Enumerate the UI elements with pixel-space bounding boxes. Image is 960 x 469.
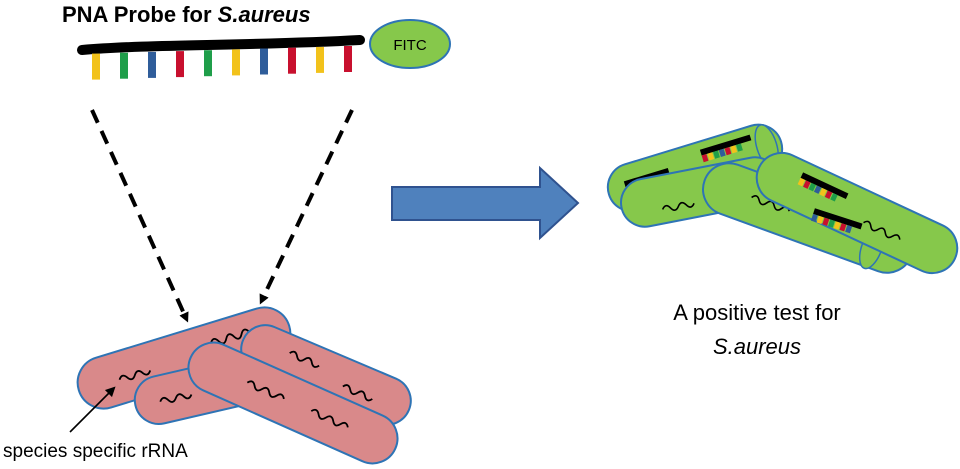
rrna-squiggle (246, 380, 285, 400)
rrna-squiggle (310, 408, 349, 428)
probe-base (316, 46, 324, 73)
probe-base (176, 51, 184, 78)
rrna-pointer-arrow (69, 386, 116, 433)
result-arrow (391, 165, 580, 241)
rrna-squiggle (210, 328, 250, 345)
probe-base (120, 52, 128, 79)
bound-probe-bases (701, 143, 743, 163)
dashed-arrow-left (90, 109, 189, 323)
probe-base (260, 48, 268, 75)
positive-bacteria-cluster (606, 123, 959, 275)
pink-cell (187, 341, 399, 465)
probe-base (232, 49, 240, 76)
rrna-squiggle (289, 350, 320, 368)
bound-probe (699, 134, 752, 156)
rrna-squiggle (661, 201, 695, 211)
title-organism: S.aureus (217, 2, 311, 27)
rrna-squiggle (342, 384, 373, 402)
probe-base (344, 46, 352, 72)
probe-backbone (77, 35, 365, 55)
rrna-label: species specific rRNA (3, 441, 188, 462)
rrna-squiggle (118, 370, 152, 381)
diagram-title: PNA Probe for S.aureus (62, 2, 311, 28)
bound-probe-bases (810, 213, 853, 234)
fitc-tag (369, 19, 451, 69)
bound-probe-bases (797, 177, 838, 202)
probe-bases (92, 46, 352, 80)
probe-base (204, 50, 212, 77)
negative-bacteria-cluster (76, 306, 412, 465)
rrna-squiggle (159, 393, 193, 403)
title-prefix: PNA Probe for (62, 2, 218, 27)
probe-base (288, 47, 296, 74)
fitc-label: FITC (393, 37, 426, 54)
probe-base (148, 51, 156, 78)
bound-probe (800, 172, 849, 199)
caption-line1: A positive test for (673, 300, 841, 325)
dashed-arrow-right (259, 109, 354, 305)
caption-organism: S.aureus (712, 334, 802, 359)
bound-probe (813, 208, 863, 230)
probe-base (92, 53, 100, 80)
result-caption: A positive test for S.aureus (612, 296, 902, 364)
rrna-squiggle (863, 220, 901, 240)
